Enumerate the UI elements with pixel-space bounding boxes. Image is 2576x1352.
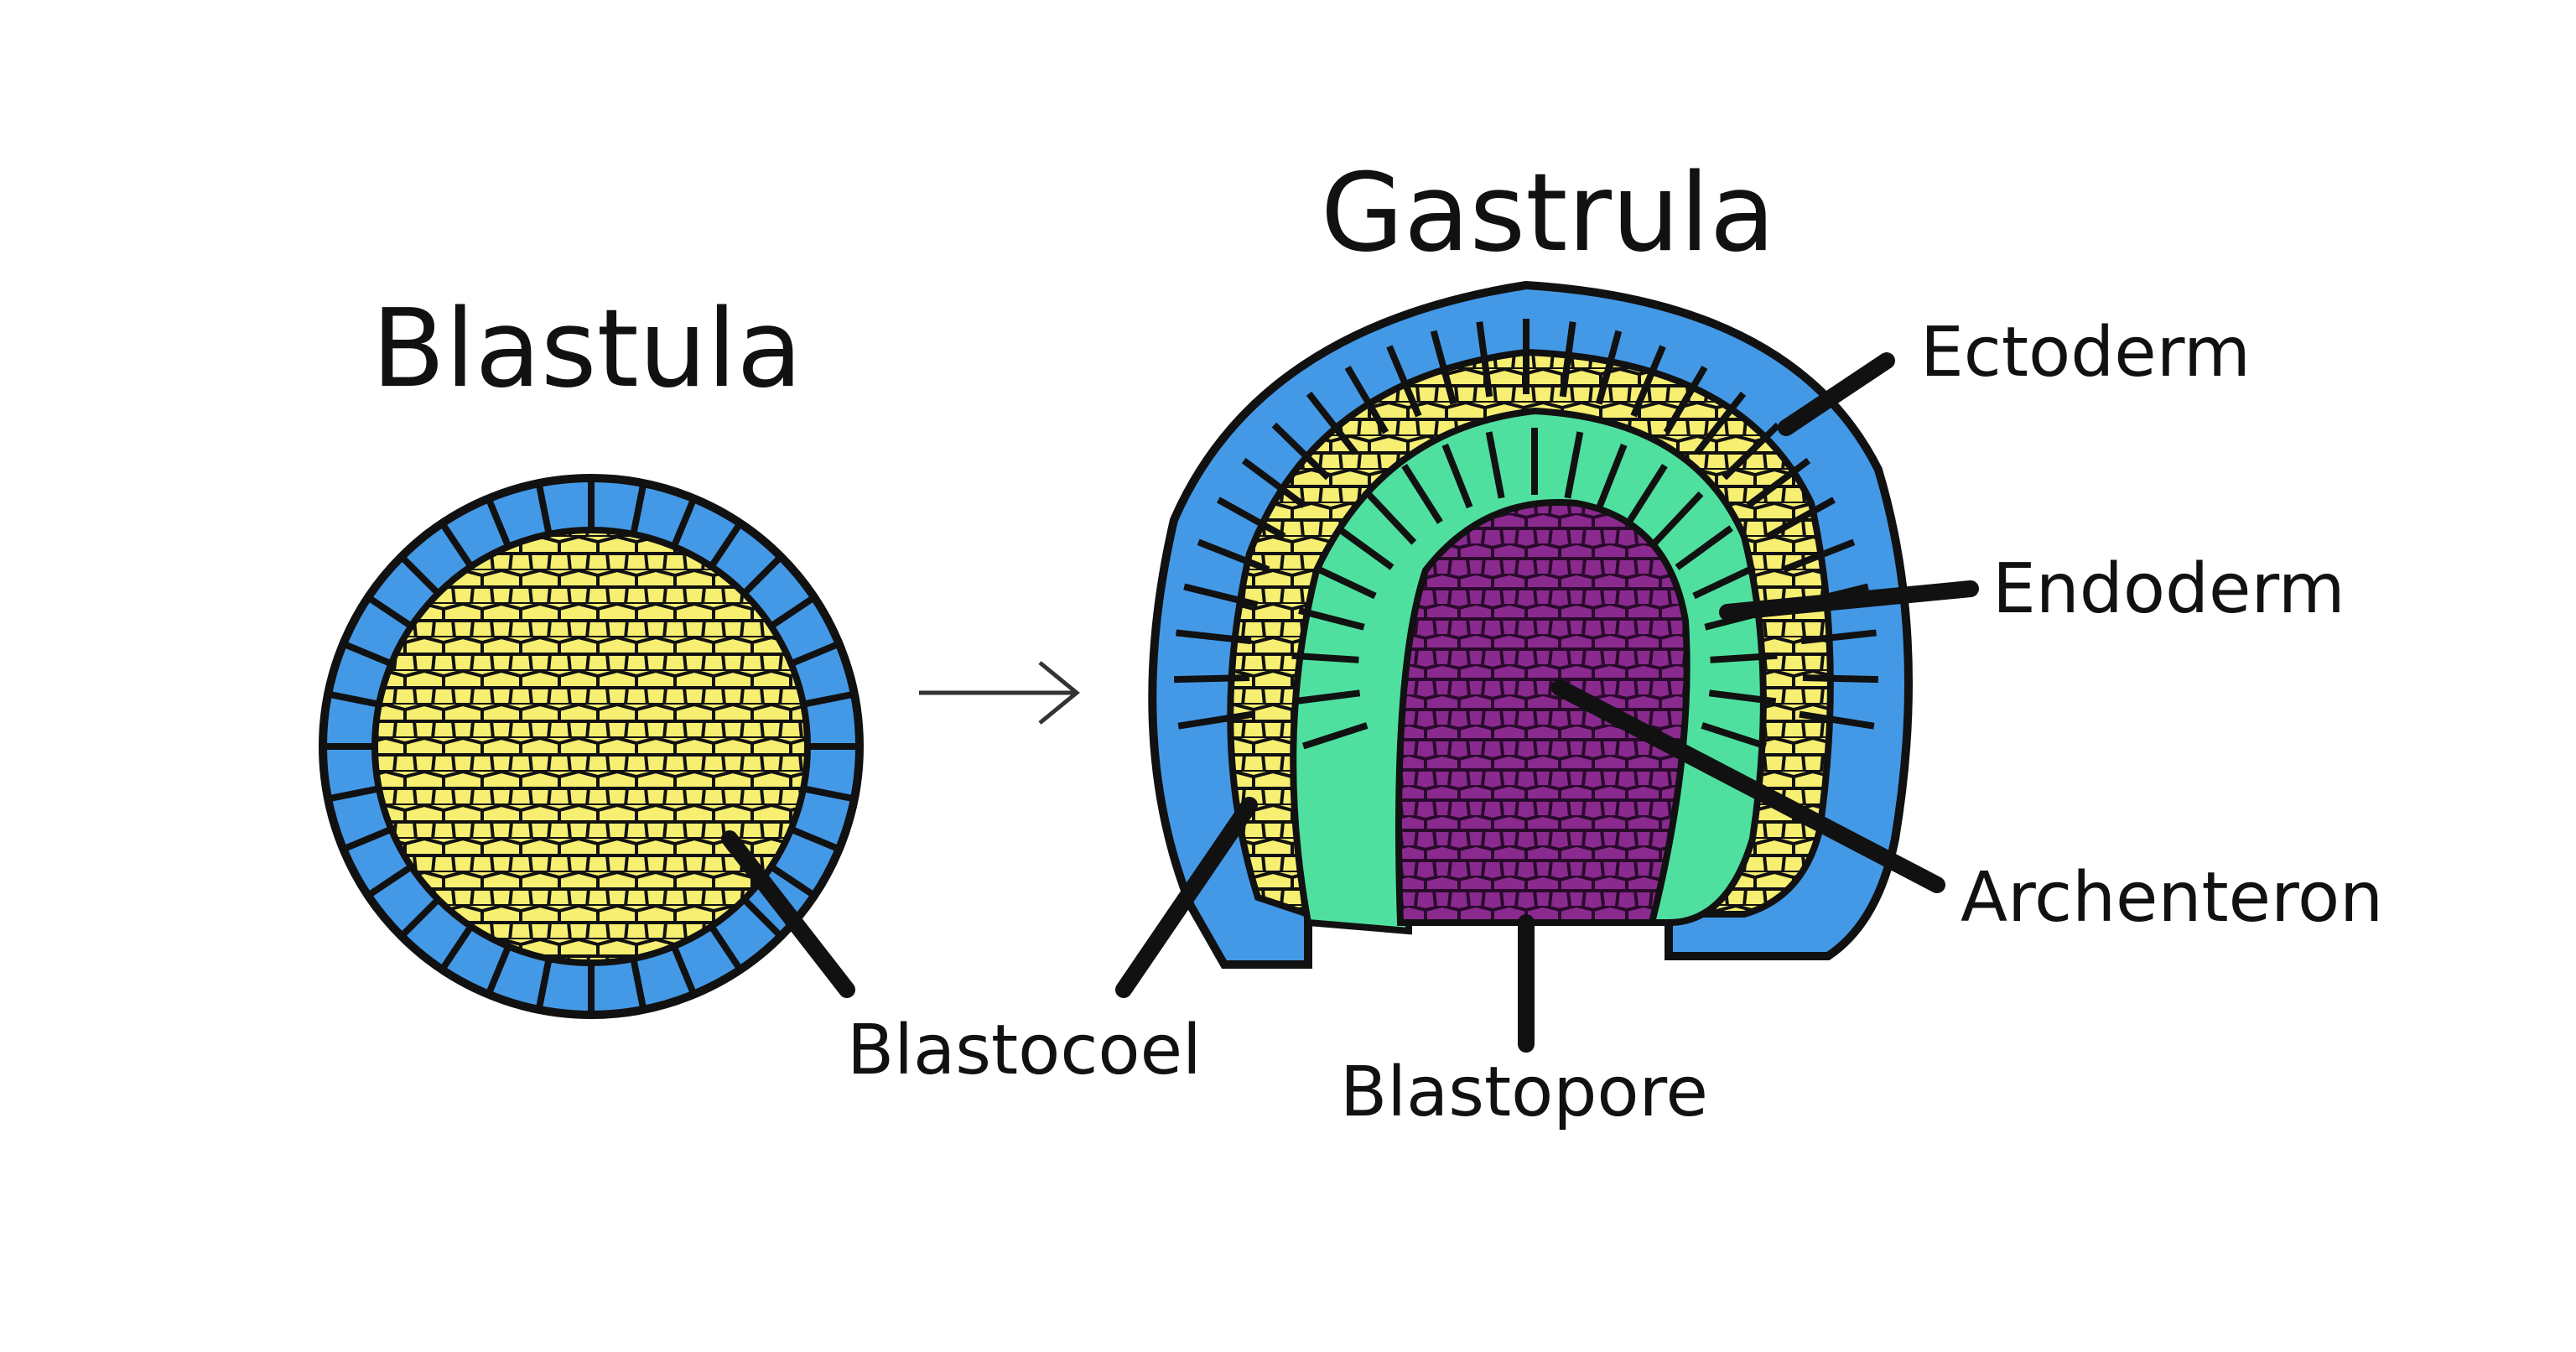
blastula-cell-border (789, 640, 841, 667)
ectoderm-label: Ectoderm (1920, 313, 2251, 393)
endoderm-label: Endoderm (1992, 549, 2345, 629)
blastula-cell-border (439, 924, 474, 972)
archenteron-leader (1551, 679, 1945, 893)
blastula-cell-border (630, 958, 647, 1011)
blastula-cell-border (709, 924, 744, 972)
endoderm-cell-border (1365, 491, 1417, 545)
ectoderm-cell-border (1800, 629, 1877, 645)
gastrula (1148, 280, 1913, 969)
blastula-cell-border (341, 826, 393, 853)
archenteron-cavity (1395, 499, 1690, 926)
blastula-cell-border (802, 690, 855, 708)
blastocoel-interior (371, 527, 811, 966)
blastula-cell-border (769, 864, 817, 899)
blastula-cell-border (769, 594, 817, 629)
blastula-cell-border (709, 521, 744, 569)
endoderm-cell-border (1626, 464, 1668, 524)
blastula-cell-border (741, 554, 784, 596)
endoderm-cell-border (1401, 464, 1443, 524)
endoderm-cell-border (1291, 652, 1359, 663)
blastula-cell-border (671, 944, 698, 996)
ectoderm-cell-border (1216, 497, 1286, 540)
ectoderm-cell-border (1782, 538, 1856, 573)
endoderm-cell-border (1701, 722, 1768, 750)
blastula-cell-border (366, 864, 413, 899)
endoderm-cell-border (1652, 491, 1704, 545)
endoderm-cell-border (1710, 652, 1778, 663)
ectoderm-cell-border (1344, 365, 1389, 434)
blastula-cell-border (671, 497, 698, 549)
blastula-cell-border (535, 482, 553, 535)
blastula-cell-border (341, 640, 393, 667)
ectoderm-leader (1778, 352, 1895, 436)
endoderm-cell-border (1298, 607, 1365, 631)
ectoderm-cell-border (1177, 710, 1254, 730)
endoderm-cell-border (1336, 525, 1394, 570)
blastula-cell-border (485, 497, 512, 549)
ectoderm-cell-border (1174, 673, 1250, 684)
blastocoel-leader (721, 830, 855, 998)
blastula-cell-border (789, 826, 841, 853)
blastocoel-label: Blastocoel (847, 1011, 1202, 1090)
endoderm-leader (1719, 580, 1979, 621)
ectoderm-cell-border (1241, 457, 1306, 509)
endoderm-cell-border (1564, 431, 1584, 499)
blastula-cell-border (398, 897, 441, 939)
ectoderm-cell-border (1559, 321, 1576, 398)
endoderm-cell-border (1708, 689, 1777, 705)
blastula-cell-border (535, 958, 553, 1011)
ectoderm-cell-border (1766, 497, 1836, 540)
ectoderm-cell-border (1694, 391, 1747, 455)
blastula-cell-border (630, 482, 647, 535)
ectoderm-cell-border (1176, 629, 1252, 645)
blastula-cell-border (802, 785, 855, 803)
endoderm-cell-border (1596, 443, 1628, 509)
blastocoel-gastrula-leader (1115, 797, 1258, 998)
endoderm-cell-border (1312, 564, 1377, 600)
endoderm-cell-border (1485, 431, 1505, 499)
ectoderm-cell-border (1476, 321, 1493, 398)
blastula-cell-border (485, 944, 512, 996)
ectoderm-cell-border (1630, 345, 1666, 418)
ectoderm-cell-border (1197, 538, 1270, 573)
endoderm-cell-border (1675, 525, 1733, 570)
blastula-cell-border (741, 897, 784, 939)
blastula-cell-border (327, 785, 380, 803)
archenteron-label: Archenteron (1961, 858, 2383, 938)
blastula-cell-borders (323, 478, 860, 1015)
blastula (319, 474, 864, 1019)
ectoderm-cell-border (1799, 710, 1875, 730)
blastula-cell-border (398, 554, 441, 596)
blastula-cell-border (327, 690, 380, 708)
ectoderm-cell-border (1802, 673, 1878, 684)
blastopore-label: Blastopore (1340, 1053, 1708, 1132)
gastrula-ectoderm-cell-borders (1174, 319, 1878, 730)
ectoderm-cell-border (1306, 391, 1358, 455)
ectoderm-cell-border (1746, 457, 1811, 509)
ectoderm-cell-border (1430, 330, 1457, 405)
ectoderm-cell-border (1722, 422, 1781, 481)
endoderm-cell-border (1292, 689, 1361, 705)
endoderm-cell-border (1441, 443, 1473, 509)
blastula-title: Blastula (371, 287, 802, 412)
leader-lines (721, 352, 1979, 1053)
ectoderm-cell-border (1595, 330, 1623, 405)
endoderm-cell-border (1301, 722, 1368, 750)
ectoderm-cell-border (1663, 365, 1708, 434)
endoderm-cell-border (1692, 564, 1757, 600)
gastrula-title: Gastrula (1321, 151, 1775, 276)
blastula-cell-border (439, 521, 474, 569)
blastula-cell-border (366, 594, 413, 629)
ectoderm-cell-border (1271, 422, 1331, 481)
stage-arrow (919, 661, 1080, 725)
endoderm-cell-borders (1291, 428, 1778, 750)
ectoderm-cell-border (1386, 345, 1422, 418)
ectoderm-cell-border (1183, 583, 1259, 608)
